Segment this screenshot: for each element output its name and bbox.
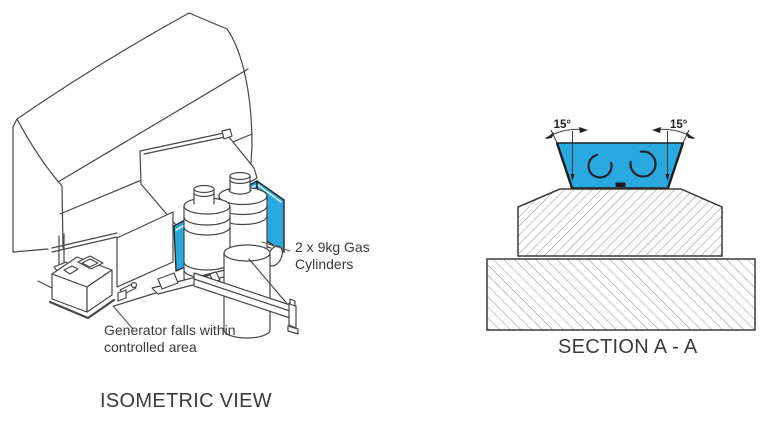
section-gas-area [555, 142, 685, 189]
trailer-drawbar [193, 258, 299, 335]
isometric-view-title: ISOMETRIC VIEW [100, 390, 272, 412]
angle-dimension-right [652, 127, 695, 181]
angle-label-right: 15° [670, 119, 688, 131]
leader-line-generator [112, 305, 134, 330]
rear-deck [139, 128, 258, 226]
label-gas-cylinders: 2 x 9kg Gas Cylinders [295, 239, 370, 272]
hitch [287, 298, 299, 335]
cylinder-section-left [587, 153, 613, 179]
gas-cylinder-left [183, 184, 231, 287]
generator-box [51, 255, 138, 313]
label-generator-controlled-area: Generator falls within controlled area [104, 322, 236, 355]
upper-block-section [517, 188, 723, 257]
equipment-compartment [51, 211, 174, 288]
angle-dimension-left [545, 127, 588, 181]
section-view [486, 127, 756, 331]
angle-label-left: 15° [553, 119, 571, 131]
leader-line-gas-cylinders [261, 241, 291, 252]
base-block-section [486, 258, 756, 331]
cylinder-section-right [629, 150, 657, 178]
section-view-title: SECTION A - A [558, 336, 698, 358]
valve-mark [615, 182, 626, 187]
